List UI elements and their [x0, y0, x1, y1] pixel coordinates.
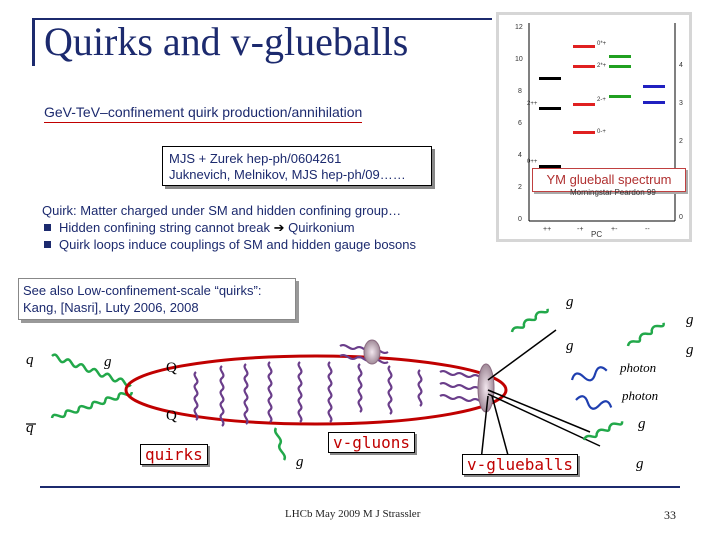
v-gluon-coil: [219, 365, 225, 427]
title-rule: [32, 18, 492, 20]
state-label: 2*+: [597, 63, 607, 69]
axis-tick-label: 8: [518, 88, 522, 95]
v-gluon-coil: [327, 361, 333, 423]
quirk-loop-ellipse: [124, 354, 508, 426]
level-marker: [539, 165, 561, 168]
bullet-text: Quirk loops induce couplings of SM and h…: [59, 237, 417, 252]
gluon-label: g: [566, 294, 574, 310]
v-gluon-coil: [417, 369, 423, 407]
see-also-line: See also Low-confinement-scale “quirks”:: [23, 283, 262, 298]
see-also-box: See also Low-confinement-scale “quirks”:…: [18, 278, 296, 320]
incoming-gluon-top: [51, 353, 132, 388]
slide-title: Quirks and v-glueballs: [44, 19, 409, 64]
incoming-antiquark-label: q: [26, 420, 34, 436]
state-label: 2-+: [597, 97, 606, 103]
gluon-label: g: [296, 454, 304, 470]
state-label: 0*+: [597, 41, 607, 47]
bullet-item: Hidden confining string cannot break ➔ Q…: [44, 219, 416, 236]
reference-box: MJS + Zurek hep-ph/0604261 Juknevich, Me…: [162, 146, 432, 186]
outgoing-gluon: [510, 308, 549, 333]
axis-tick-label: 2: [518, 184, 522, 191]
bullet-text: Hidden confining string cannot break ➔ Q…: [59, 220, 355, 235]
axis-tick-label: 0: [518, 216, 522, 223]
state-label: 0++: [527, 159, 538, 165]
gluon-label: g: [636, 456, 644, 472]
bullet-square-icon: [44, 241, 51, 248]
slide-subtitle: GeV-TeV–confinement quirk production/ann…: [44, 104, 363, 123]
axis-tick-label: 2: [679, 138, 683, 145]
v-gluons-label: v-gluons: [328, 432, 416, 453]
gluon-label: g: [566, 338, 574, 354]
level-marker: [643, 85, 665, 88]
v-gluon-coil: [243, 363, 249, 425]
reference-line: MJS + Zurek hep-ph/0604261: [169, 151, 342, 166]
incoming-gluon-bottom: [50, 391, 134, 419]
spectrum-label: YM glueball spectrum: [532, 168, 686, 192]
state-label: 2++: [527, 101, 538, 107]
v-gluon-coils: [193, 344, 489, 427]
axis-tick-label: 4: [679, 62, 683, 69]
axis-tick-label: 10: [515, 56, 523, 63]
see-also-line: Kang, [Nasri], Luty 2006, 2008: [23, 300, 199, 315]
outgoing-gluon: [626, 322, 665, 347]
axis-tick-label: -+: [577, 226, 583, 233]
level-marker: [539, 107, 561, 110]
axis-label: PC: [591, 230, 602, 239]
quirk-definition: Quirk: Matter charged under SM and hidde…: [42, 202, 416, 253]
gluon-label: g: [686, 342, 694, 358]
state-label: 0-+: [597, 129, 606, 135]
glueball-spectrum-figure: 12 10 8 6 4 2 0 4 3 2 1 0 ++ -+ +- -- PC: [496, 12, 692, 242]
spectrum-citation: Morningstar Peardon 99: [570, 188, 656, 197]
page-number: 33: [664, 508, 676, 522]
level-marker: [573, 103, 595, 106]
footer-rule: [40, 486, 680, 488]
level-marker: [609, 65, 631, 68]
level-marker: [609, 55, 631, 58]
gluon-label: g: [686, 312, 694, 328]
quirk-label-bottom: Q: [166, 408, 177, 424]
level-marker: [643, 101, 665, 104]
footer-text: LHCb May 2009 M J Strassler: [285, 508, 421, 520]
axis-tick-label: 6: [518, 120, 522, 127]
bullet-item: Quirk loops induce couplings of SM and h…: [44, 236, 416, 253]
v-gluon-coil: [387, 365, 393, 415]
v-glueballs-label: v-glueballs: [462, 454, 578, 475]
photon-line: [575, 395, 613, 410]
axis-tick-label: 4: [518, 152, 522, 159]
level-marker: [539, 77, 561, 80]
axis-tick-label: ++: [543, 226, 551, 233]
reference-line: Juknevich, Melnikov, MJS hep-ph/09……: [169, 167, 406, 182]
v-gluon-coil: [357, 363, 363, 413]
quirks-label: quirks: [140, 444, 208, 465]
title-accent-bar: [32, 18, 35, 66]
axis-tick-label: 12: [515, 24, 523, 31]
gluon-label: g: [638, 416, 646, 432]
v-gluon-coil: [339, 354, 389, 364]
quirk-definition-line: Quirk: Matter charged under SM and hidde…: [42, 203, 402, 218]
incoming-quark-label: q: [26, 352, 34, 368]
quirk-blob: [477, 363, 495, 413]
axis-tick-label: 0: [679, 214, 683, 221]
level-marker: [573, 45, 595, 48]
gluon-label: g: [104, 354, 112, 370]
v-gluon-coil: [193, 371, 199, 421]
quirk-blob: [363, 339, 381, 365]
level-marker: [609, 95, 631, 98]
v-gluon-coil: [267, 361, 273, 423]
photon-label: photon: [621, 388, 658, 403]
axis-tick-label: +-: [611, 226, 618, 233]
spectrum-levels: [539, 45, 665, 168]
bullet-square-icon: [44, 224, 51, 231]
axis-tick-label: 3: [679, 100, 683, 107]
axis-tick-label: --: [645, 226, 650, 233]
outgoing-gluon: [273, 427, 287, 461]
outgoing-gluon: [582, 421, 624, 441]
level-marker: [573, 131, 595, 134]
level-marker: [573, 65, 595, 68]
photon-line: [570, 366, 608, 382]
v-gluon-coil: [297, 361, 303, 423]
photon-label: photon: [619, 360, 656, 375]
quirk-label-top: Q: [166, 360, 177, 376]
